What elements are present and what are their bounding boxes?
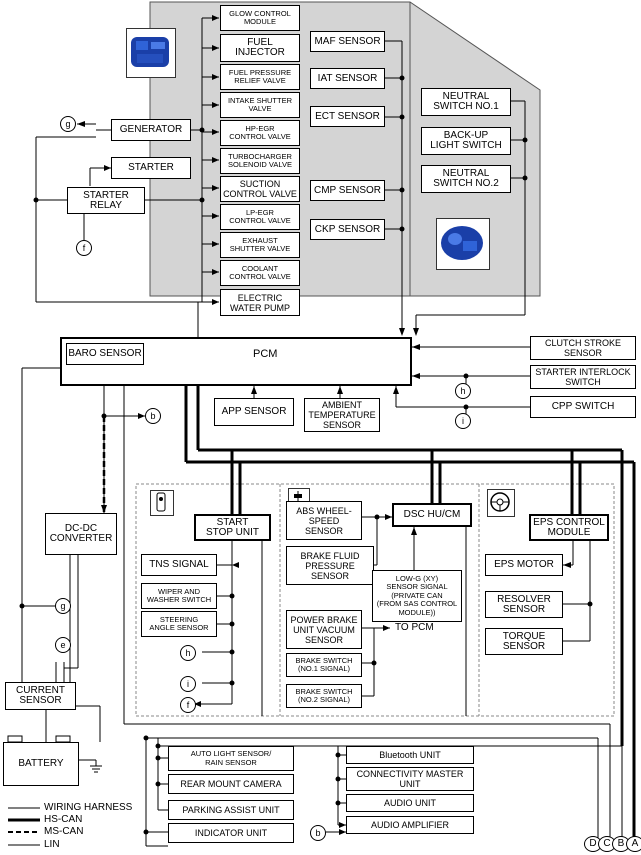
ambient-temperature-sensor: AMBIENT TEMPERATURE SENSOR bbox=[304, 398, 380, 432]
connector-g-generator: g bbox=[60, 116, 76, 132]
hp-egr-control-valve: HP-EGR CONTROL VALVE bbox=[220, 120, 300, 146]
iat-sensor: IAT SENSOR bbox=[310, 68, 385, 89]
neutral-switch-1: NEUTRAL SWITCH NO.1 bbox=[421, 88, 511, 116]
back-up-light-switch: BACK-UP LIGHT SWITCH bbox=[421, 127, 511, 155]
engine-icon bbox=[126, 28, 176, 78]
audio-amplifier: AUDIO AMPLIFIER bbox=[346, 816, 474, 834]
app-sensor: APP SENSOR bbox=[214, 398, 294, 426]
neutral-switch-2: NEUTRAL SWITCH NO.2 bbox=[421, 165, 511, 193]
exhaust-shutter-valve: EXHAUST SHUTTER VALVE bbox=[220, 232, 300, 258]
steering-angle-sensor: STEERING ANGLE SENSOR bbox=[141, 611, 217, 637]
parking-assist-unit: PARKING ASSIST UNIT bbox=[168, 800, 294, 820]
intake-shutter-valve: INTAKE SHUTTER VALVE bbox=[220, 92, 300, 118]
turbocharger-solenoid-valve: TURBOCHARGER SOLENOID VALVE bbox=[220, 148, 300, 174]
suction-control-valve: SUCTION CONTROL VALVE bbox=[220, 176, 300, 202]
torque-sensor: TORQUE SENSOR bbox=[485, 628, 563, 655]
maf-sensor: MAF SENSOR bbox=[310, 31, 385, 52]
power-brake-unit-vacuum-sensor: POWER BRAKE UNIT VACUUM SENSOR bbox=[286, 610, 362, 649]
eps-control-module: EPS CONTROL MODULE bbox=[529, 514, 609, 541]
legend-hs-can: HS-CAN bbox=[44, 814, 83, 825]
connectivity-master-unit: CONNECTIVITY MASTER UNIT bbox=[346, 767, 474, 791]
legend-wiring-harness: WIRING HARNESS bbox=[44, 802, 133, 813]
bus-c: C bbox=[598, 836, 616, 852]
coolant-control-valve: COOLANT CONTROL VALVE bbox=[220, 260, 300, 286]
current-sensor: CURRENT SENSOR bbox=[5, 682, 76, 710]
glow-control-module: GLOW CONTROL MODULE bbox=[220, 5, 300, 31]
electric-water-pump: ELECTRIC WATER PUMP bbox=[220, 289, 300, 316]
bus-a: A bbox=[626, 836, 641, 852]
bluetooth-unit: Bluetooth UNIT bbox=[346, 746, 474, 764]
steering-wheel-icon bbox=[487, 489, 515, 517]
pcm-label: PCM bbox=[253, 348, 278, 360]
start-stop-unit: START STOP UNIT bbox=[194, 514, 271, 541]
audio-unit: AUDIO UNIT bbox=[346, 794, 474, 812]
battery: BATTERY bbox=[3, 742, 79, 786]
starter: STARTER bbox=[111, 157, 191, 179]
tns-signal: TNS SIGNAL bbox=[141, 554, 217, 576]
brake-switch-1: BRAKE SWITCH (NO.1 SIGNAL) bbox=[286, 653, 362, 677]
connector-b-audio: b bbox=[310, 825, 326, 841]
connector-e-dcdc: e bbox=[55, 637, 71, 653]
brake-fluid-pressure-sensor: BRAKE FLUID PRESSURE SENSOR bbox=[286, 546, 374, 585]
ckp-sensor: CKP SENSOR bbox=[310, 219, 385, 240]
connector-f-starter: f bbox=[76, 240, 92, 256]
transmission-icon bbox=[436, 218, 490, 270]
wiper-and-washer-switch: WIPER AND WASHER SWITCH bbox=[141, 583, 217, 609]
eps-motor: EPS MOTOR bbox=[485, 554, 563, 576]
fuel-pressure-relief-valve: FUEL PRESSURE RELIEF VALVE bbox=[220, 64, 300, 90]
cpp-switch: CPP SWITCH bbox=[530, 396, 636, 418]
brake-switch-2: BRAKE SWITCH (NO.2 SIGNAL) bbox=[286, 684, 362, 708]
connector-b-pcm: b bbox=[145, 408, 161, 424]
starter-interlock-switch: STARTER INTERLOCK SWITCH bbox=[530, 365, 636, 389]
rear-mount-camera: REAR MOUNT CAMERA bbox=[168, 774, 294, 794]
generator: GENERATOR bbox=[111, 119, 191, 141]
resolver-sensor: RESOLVER SENSOR bbox=[485, 591, 563, 618]
cmp-sensor: CMP SENSOR bbox=[310, 180, 385, 201]
dc-dc-converter: DC-DC CONVERTER bbox=[45, 513, 117, 555]
lp-egr-control-valve: LP-EGR CONTROL VALVE bbox=[220, 204, 300, 230]
starter-relay: STARTER RELAY bbox=[67, 187, 145, 214]
start-stop-icon bbox=[150, 490, 174, 516]
connector-i-startstop: i bbox=[180, 676, 196, 692]
indicator-unit: INDICATOR UNIT bbox=[168, 823, 294, 843]
to-pcm-label: TO PCM bbox=[395, 622, 434, 633]
connector-i-pcm: i bbox=[455, 413, 471, 429]
connector-h-pcm: h bbox=[455, 383, 471, 399]
legend-ms-can: MS-CAN bbox=[44, 826, 84, 837]
auto-light-rain-sensor: AUTO LIGHT SENSOR/ RAIN SENSOR bbox=[168, 746, 294, 771]
connector-g-dcdc: g bbox=[55, 598, 71, 614]
low-g-sensor-signal: LOW-G (XY) SENSOR SIGNAL (PRIVATE CAN (F… bbox=[372, 570, 462, 622]
ect-sensor: ECT SENSOR bbox=[310, 106, 385, 127]
connector-f-startstop: f bbox=[180, 697, 196, 713]
connector-h-startstop: h bbox=[180, 645, 196, 661]
legend-lin: LIN bbox=[44, 839, 60, 850]
abs-wheel-speed-sensor: ABS WHEEL- SPEED SENSOR bbox=[286, 501, 362, 540]
clutch-stroke-sensor: CLUTCH STROKE SENSOR bbox=[530, 336, 636, 360]
fuel-injector: FUEL INJECTOR bbox=[220, 34, 300, 62]
baro-sensor: BARO SENSOR bbox=[66, 343, 144, 365]
dsc-hu-cm: DSC HU/CM bbox=[392, 503, 472, 527]
